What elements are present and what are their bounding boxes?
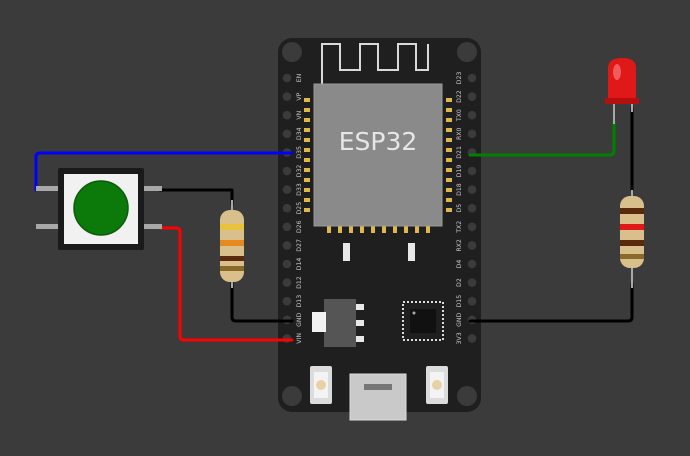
pin-d23[interactable]	[467, 73, 477, 83]
pin-rx2[interactable]	[467, 241, 477, 250]
pin-label-d27: D27	[296, 239, 303, 252]
pin-label-gnd: GND	[296, 312, 303, 326]
chip-pads	[304, 98, 452, 233]
red-led[interactable]	[605, 58, 639, 124]
voltage-regulator	[312, 299, 364, 347]
pin-d22[interactable]	[467, 92, 477, 101]
pin-tx0[interactable]	[467, 110, 477, 120]
pin-d27[interactable]	[282, 241, 292, 250]
button-cap[interactable]	[73, 180, 129, 236]
pin-label-d21: D21	[456, 146, 463, 159]
pin-label-vp: VP	[296, 92, 303, 100]
usb-serial-chip	[402, 301, 444, 341]
pin-label-tx2: TX2	[456, 221, 463, 234]
pin-label-d5: D5	[456, 204, 463, 213]
mounting-hole	[457, 386, 477, 406]
pin-d19[interactable]	[467, 166, 477, 176]
pin-vp[interactable]	[282, 92, 292, 101]
micro-usb-port[interactable]	[349, 373, 407, 421]
pin-label-vn: VN	[296, 110, 303, 119]
pin-d4[interactable]	[467, 259, 477, 269]
pin-label-d19: D19	[456, 165, 463, 178]
pin-label-rx2: RX2	[456, 239, 463, 252]
pin-d15[interactable]	[467, 296, 477, 306]
esp32-board[interactable]: ESP32	[278, 38, 481, 421]
pin-d26[interactable]	[282, 222, 292, 232]
band-red	[620, 224, 644, 230]
pin-tx2[interactable]	[467, 222, 477, 232]
boot-button[interactable]	[426, 366, 448, 404]
wire-black-resistor-gnd[interactable]	[230, 280, 294, 323]
pin-label-d4: D4	[456, 260, 463, 269]
pin-d25[interactable]	[282, 203, 292, 213]
pin-label-d2: D2	[456, 278, 463, 287]
esp32-chip	[313, 83, 443, 227]
pin-label-gnd: GND	[456, 312, 463, 326]
chip-label: ESP32	[339, 127, 418, 156]
smd-capacitor	[343, 243, 350, 261]
pin-d13[interactable]	[282, 296, 292, 306]
pin-label-d15: D15	[456, 295, 463, 308]
band-orange	[220, 240, 244, 246]
pin-label-d33: D33	[296, 183, 303, 196]
pin-d34[interactable]	[282, 129, 292, 139]
pin-label-d34: D34	[296, 127, 303, 140]
wire-black-button-resistor[interactable]	[158, 188, 234, 207]
smd-capacitor	[408, 243, 415, 261]
antenna-trace	[321, 43, 429, 88]
pin-d33[interactable]	[282, 185, 292, 194]
pin-label-tx0: TX0	[456, 109, 463, 122]
wire-black-resistor-gnd-right[interactable]	[468, 282, 634, 323]
band-brown	[220, 256, 244, 261]
pin-label-en: EN	[296, 73, 303, 82]
resistor-button[interactable]	[220, 200, 244, 288]
band-tolerance	[620, 254, 644, 259]
pin-d32[interactable]	[282, 166, 292, 176]
pin-label-d14: D14	[296, 258, 303, 271]
pin-d14[interactable]	[282, 259, 292, 269]
pin-label-rx0: RX0	[456, 128, 463, 141]
wire-red-vin[interactable]	[158, 226, 294, 342]
pin-label-d25: D25	[296, 202, 303, 215]
pin-label-d23: D23	[456, 72, 463, 85]
wire-blue-d35[interactable]	[34, 151, 294, 192]
pin-d2[interactable]	[467, 278, 477, 287]
pushbutton[interactable]	[36, 168, 162, 250]
pin-label-d12: D12	[296, 276, 303, 289]
resistor-led[interactable]	[620, 190, 644, 288]
pin-vn[interactable]	[282, 110, 292, 120]
pin-label-d22: D22	[456, 90, 463, 103]
mounting-hole	[282, 42, 302, 62]
pin-d18[interactable]	[467, 185, 477, 194]
reset-button[interactable]	[310, 366, 332, 404]
pin-3v3[interactable]	[467, 334, 477, 343]
pin-label-d26: D26	[296, 220, 303, 233]
wire-green-d21[interactable]	[468, 120, 616, 157]
pin-label-3v3: 3V3	[456, 332, 463, 344]
mounting-hole	[457, 42, 477, 62]
band-tolerance	[220, 266, 244, 271]
band-brown	[620, 240, 644, 246]
mounting-hole	[282, 386, 302, 406]
pin-d12[interactable]	[282, 278, 292, 287]
pin-label-d13: D13	[296, 295, 303, 308]
band-brown	[620, 208, 644, 214]
pin-en[interactable]	[282, 73, 292, 83]
pin-label-d32: D32	[296, 165, 303, 178]
pin-label-d18: D18	[456, 183, 463, 196]
band-yellow	[220, 224, 244, 230]
pin-rx0[interactable]	[467, 129, 477, 139]
pin-d5[interactable]	[467, 203, 477, 213]
pin-label-d35: D35	[296, 146, 303, 159]
pin-label-vin: VIN	[296, 333, 303, 344]
